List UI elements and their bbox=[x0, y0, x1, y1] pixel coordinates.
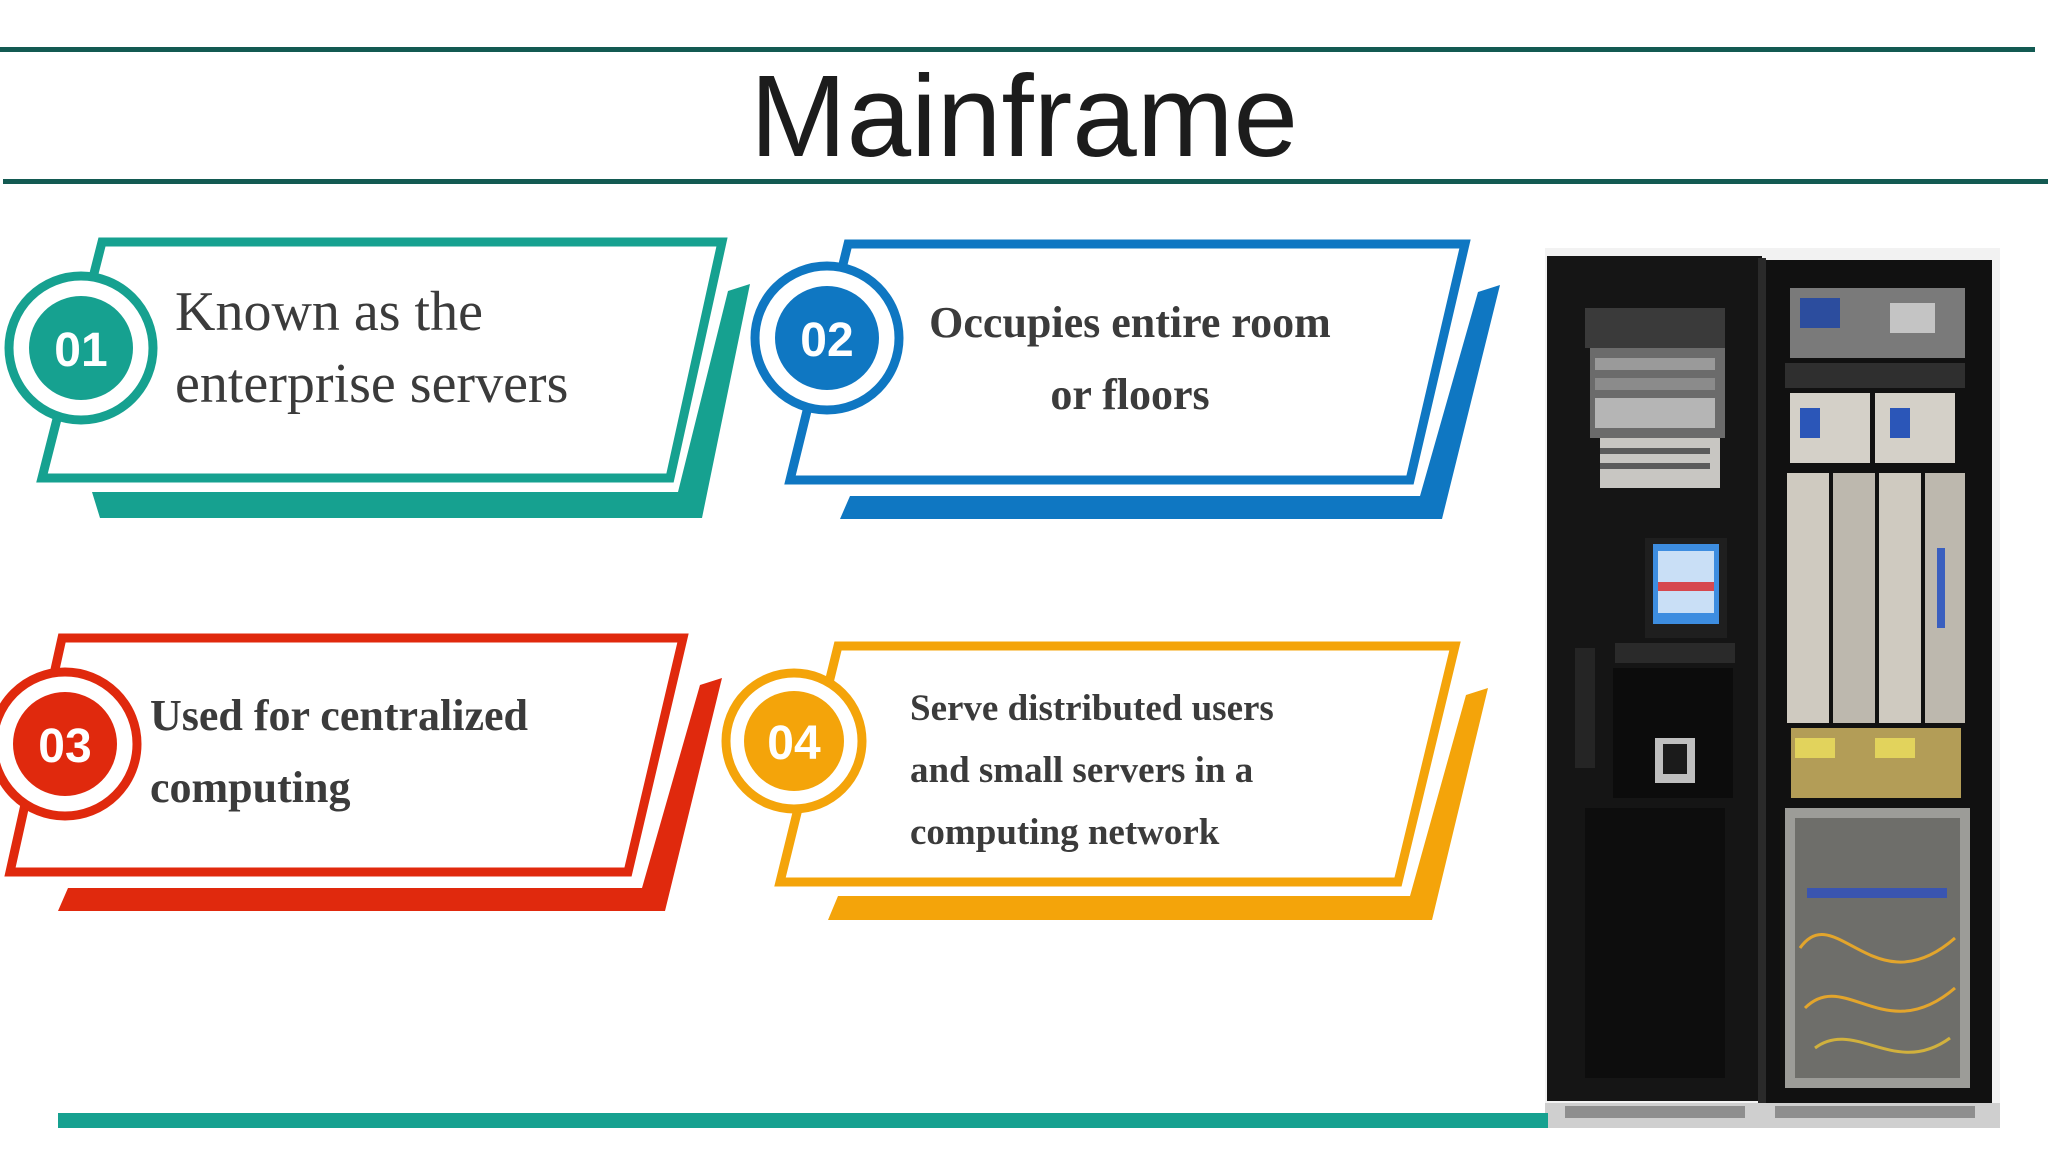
card-04-line-1: Serve distributed users bbox=[910, 688, 1274, 729]
card-01-text: Known as the enterprise servers bbox=[175, 276, 655, 420]
card-03: 03 bbox=[0, 633, 722, 911]
card-04-line-2: and small servers in a bbox=[910, 750, 1254, 791]
card-02-text: Occupies entire room or floors bbox=[900, 287, 1360, 431]
card-04-text: Serve distributed users and small server… bbox=[910, 678, 1370, 864]
card-03-line-1: Used for centralized bbox=[150, 691, 528, 740]
card-01-line-1: Known as the bbox=[175, 281, 483, 343]
card-04-line-3: computing network bbox=[910, 812, 1220, 853]
card-04-number: 04 bbox=[767, 717, 821, 770]
card-02-line-1: Occupies entire room bbox=[929, 298, 1331, 347]
card-04-shadow-bar bbox=[828, 688, 1488, 920]
card-01-number: 01 bbox=[54, 324, 107, 377]
card-01-line-2: enterprise servers bbox=[175, 353, 569, 415]
card-02-badge bbox=[775, 286, 879, 390]
card-01-badge bbox=[29, 296, 133, 400]
card-02: 02 bbox=[750, 239, 1500, 519]
mainframe-cabinet-image bbox=[1545, 248, 2000, 1128]
card-03-shadow-bar bbox=[58, 678, 722, 911]
top-rule bbox=[0, 47, 2035, 52]
card-02-shadow-bar bbox=[840, 285, 1500, 519]
card-03-text: Used for centralized computing bbox=[150, 680, 630, 824]
card-03-number: 03 bbox=[38, 720, 91, 773]
card-03-line-2: computing bbox=[150, 763, 351, 812]
card-04-badge bbox=[744, 691, 844, 791]
card-02-line-2: or floors bbox=[1050, 370, 1210, 419]
title-underline-rule bbox=[3, 179, 2048, 184]
card-01: 01 bbox=[4, 237, 750, 518]
slide-title: Mainframe bbox=[750, 51, 1298, 181]
card-04: 04 bbox=[721, 641, 1488, 920]
card-02-number: 02 bbox=[800, 314, 853, 367]
card-01-shadow-bar bbox=[92, 284, 750, 518]
bottom-rule bbox=[58, 1113, 1548, 1128]
card-03-badge bbox=[13, 692, 117, 796]
